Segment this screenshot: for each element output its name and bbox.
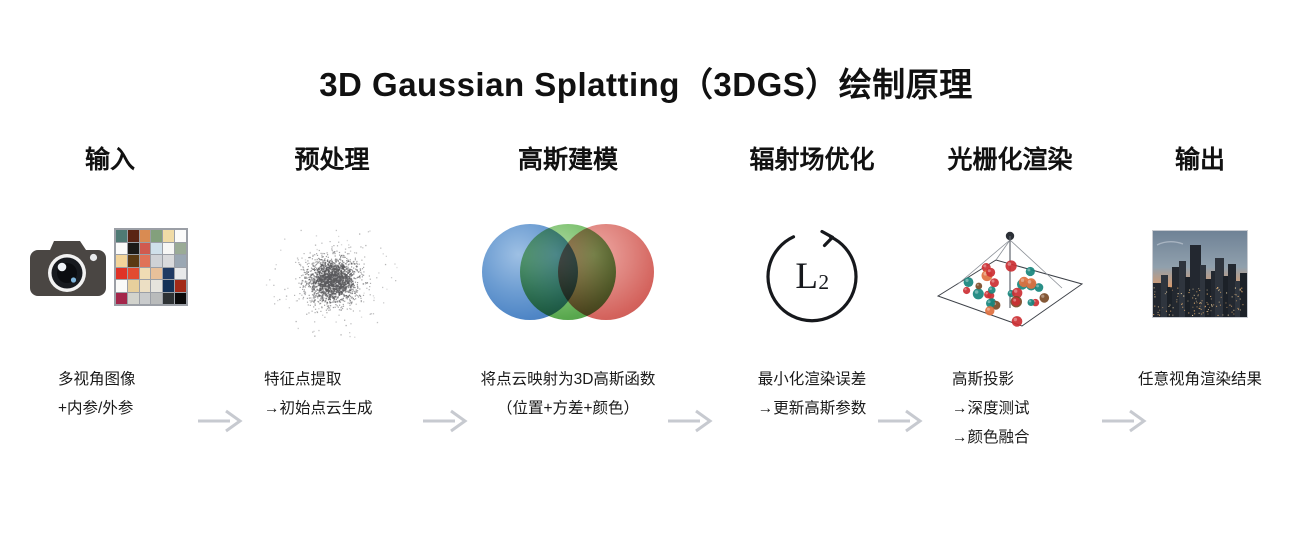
point-cloud-icon bbox=[257, 222, 407, 338]
stage-visual-rasterization-rendering bbox=[922, 222, 1098, 338]
color-swatch bbox=[175, 242, 186, 254]
stage-title-input: 输入 bbox=[84, 146, 135, 174]
projection-plane-icon bbox=[930, 222, 1090, 338]
color-swatch bbox=[151, 242, 163, 254]
stage-rasterization-rendering: 光栅化渲染 高斯投影 →深度测试 →颜色融合 bbox=[922, 130, 1098, 490]
caption-line: 任意视角渲染结果 bbox=[1137, 371, 1262, 388]
color-swatch bbox=[151, 230, 163, 242]
stage-gaussian-modeling: 高斯建模 将点云映射为3D高斯函数 （位置+方差+颜色） bbox=[468, 130, 668, 490]
arrow-4 bbox=[876, 408, 924, 434]
stage-input: 输入 多视角图像 +内参/外参 bbox=[22, 130, 198, 490]
color-swatch bbox=[116, 255, 127, 267]
color-checker-chart bbox=[114, 228, 188, 306]
stage-caption-rasterization-rendering: 高斯投影 →深度测试 →颜色融合 bbox=[922, 365, 1128, 452]
color-swatch bbox=[163, 255, 175, 267]
stage-title-rasterization-rendering: 光栅化渲染 bbox=[947, 146, 1073, 174]
stage-caption-radiance-field-optimization: 最小化渲染误差 →更新高斯参数 bbox=[712, 365, 912, 423]
color-swatch bbox=[116, 292, 127, 304]
color-swatch bbox=[151, 255, 163, 267]
color-swatch bbox=[127, 292, 139, 304]
color-swatch bbox=[151, 267, 163, 279]
color-swatch bbox=[163, 242, 175, 254]
color-swatch bbox=[139, 242, 151, 254]
stage-caption-output: 任意视角渲染结果 bbox=[1112, 365, 1288, 394]
camera-icon bbox=[28, 234, 106, 302]
color-swatch bbox=[175, 230, 186, 242]
stage-caption-gaussian-modeling: 将点云映射为3D高斯函数 （位置+方差+颜色） bbox=[468, 365, 668, 423]
caption-line: 高斯投影 bbox=[952, 371, 1015, 388]
color-swatch bbox=[151, 292, 163, 304]
arrow-3 bbox=[666, 408, 714, 434]
color-swatch bbox=[151, 280, 163, 292]
color-swatch bbox=[116, 280, 127, 292]
color-swatch bbox=[127, 255, 139, 267]
stage-title-output: 输出 bbox=[1174, 146, 1225, 174]
stage-caption-preprocess: 特征点提取 →初始点云生成 bbox=[242, 365, 444, 423]
color-swatch bbox=[127, 242, 139, 254]
stage-visual-gaussian-modeling bbox=[468, 222, 668, 338]
caption-line: +内参/外参 bbox=[58, 400, 134, 417]
color-swatch bbox=[139, 280, 151, 292]
stage-caption-input: 多视角图像 +内参/外参 bbox=[22, 365, 234, 423]
arrow-5 bbox=[1100, 408, 1148, 434]
color-swatch bbox=[139, 267, 151, 279]
l2-loss-letter: L bbox=[795, 255, 818, 297]
color-swatch bbox=[163, 267, 175, 279]
caption-line: 最小化渲染误差 bbox=[757, 371, 867, 388]
caption-line: →更新高斯参数 bbox=[757, 400, 867, 417]
caption-line: （位置+方差+颜色） bbox=[496, 400, 640, 417]
stage-visual-preprocess bbox=[242, 222, 422, 338]
caption-line: 特征点提取 bbox=[264, 371, 342, 388]
pipeline-diagram: 输入 多视角图像 +内参/外参 bbox=[0, 130, 1292, 490]
stage-visual-output bbox=[1112, 222, 1288, 338]
color-swatch bbox=[175, 280, 186, 292]
color-swatch bbox=[139, 255, 151, 267]
rendered-skyline-photo bbox=[1152, 230, 1248, 318]
color-swatch bbox=[116, 267, 127, 279]
stage-title-gaussian-modeling: 高斯建模 bbox=[517, 146, 618, 174]
color-swatch bbox=[116, 242, 127, 254]
l2-loss-subscript: 2 bbox=[818, 269, 830, 294]
stage-output: 输出 任意视角渲染结果 bbox=[1112, 130, 1288, 490]
color-swatch bbox=[127, 230, 139, 242]
gaussian-blobs-icon bbox=[482, 224, 654, 320]
caption-line: →颜色融合 bbox=[952, 429, 1030, 446]
caption-line: →深度测试 bbox=[952, 400, 1030, 417]
page-title: 3D Gaussian Splatting（3DGS）绘制原理 bbox=[319, 66, 973, 103]
color-swatch bbox=[127, 267, 139, 279]
color-swatch bbox=[175, 255, 186, 267]
arrow-1 bbox=[196, 408, 244, 434]
caption-line: 将点云映射为3D高斯函数 bbox=[480, 371, 656, 388]
stage-title-radiance-field-optimization: 辐射场优化 bbox=[749, 146, 875, 174]
stage-visual-input bbox=[22, 222, 198, 338]
color-swatch bbox=[175, 267, 186, 279]
color-swatch bbox=[116, 230, 127, 242]
color-swatch bbox=[139, 230, 151, 242]
gaussian-blob-red bbox=[558, 224, 654, 320]
color-swatch bbox=[163, 292, 175, 304]
color-swatch bbox=[175, 292, 186, 304]
stage-title-preprocess: 预处理 bbox=[294, 146, 370, 174]
caption-line: →初始点云生成 bbox=[264, 400, 373, 417]
color-swatch bbox=[163, 280, 175, 292]
color-swatch bbox=[163, 230, 175, 242]
stage-preprocess: 预处理 特征点提取 →初始点云生成 bbox=[242, 130, 422, 490]
color-swatch bbox=[127, 280, 139, 292]
caption-line: 多视角图像 bbox=[58, 371, 136, 388]
arrow-2 bbox=[421, 408, 469, 434]
color-swatch bbox=[139, 292, 151, 304]
